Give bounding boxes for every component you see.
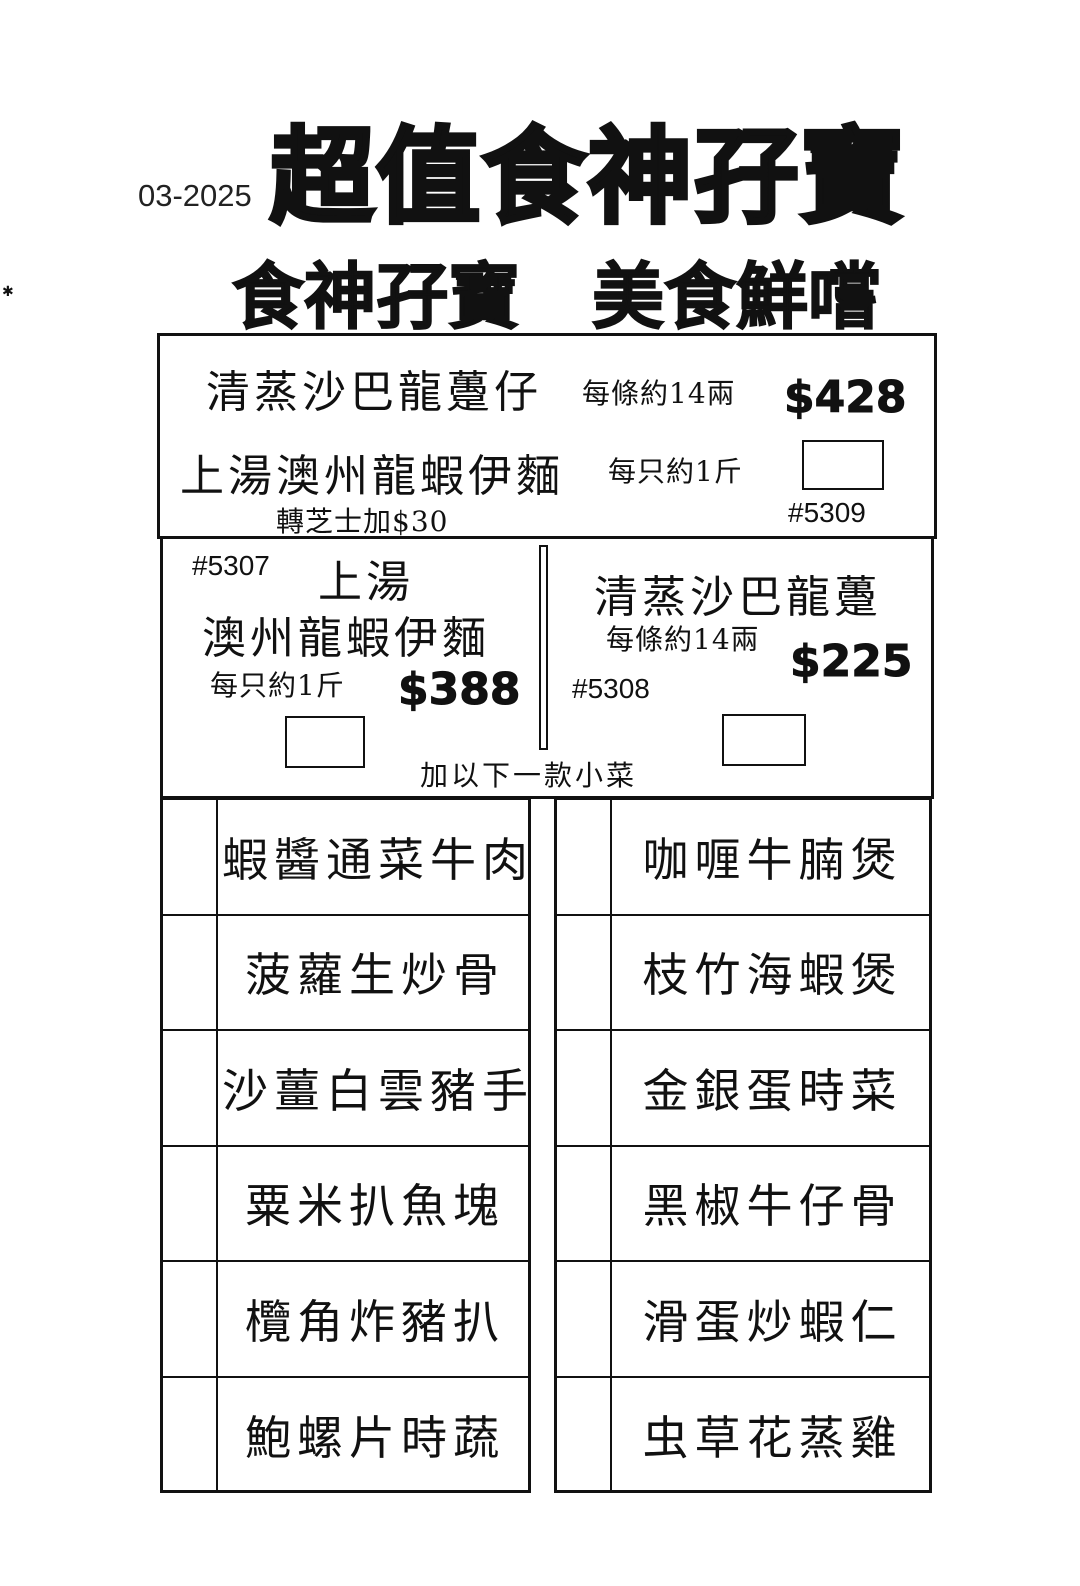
combo-5309-dish2: 上湯澳州龍蝦伊麵 xyxy=(180,451,564,502)
menu-title: 超值食神孖寶 xyxy=(268,114,907,240)
side-dish-label: 鮑螺片時蔬 xyxy=(245,1411,505,1466)
set-5307-line1: 上湯 xyxy=(318,557,414,608)
side-dish-label: 菠蘿生炒骨 xyxy=(245,948,505,1003)
combo-5309-dish1-note: 每條約14兩 xyxy=(582,377,736,410)
sets-section xyxy=(160,537,934,799)
side-dish-label: 咖喱牛腩煲 xyxy=(642,832,903,887)
side-dish-row: 咖喱牛腩煲 xyxy=(557,800,929,916)
side-dish-label: 黑椒牛仔骨 xyxy=(642,1179,903,1234)
side-dish-prompt: 加以下一款小菜 xyxy=(420,759,638,792)
combo-5309-dish2-note: 每只約1斤 xyxy=(608,455,743,488)
speck-mark: ✱ xyxy=(2,284,14,300)
combo-5309-price: $428 xyxy=(783,372,907,424)
combo-5309-checkbox[interactable] xyxy=(802,440,884,490)
set-5307-note: 每只約1斤 xyxy=(210,669,345,702)
side-dish-label: 滑蛋炒蝦仁 xyxy=(642,1294,903,1349)
side-dish-row: 菠蘿生炒骨 xyxy=(163,915,528,1031)
side-dish-checkbox[interactable] xyxy=(557,800,612,914)
side-dish-list-left: 蝦醬通菜牛肉 菠蘿生炒骨 沙薑白雲豬手 粟米扒魚塊 欖角炸豬扒 鮑螺片時蔬 xyxy=(160,797,531,1493)
side-dish-row: 黑椒牛仔骨 xyxy=(557,1146,929,1262)
side-dish-row: 枝竹海蝦煲 xyxy=(557,915,929,1031)
side-dish-row: 滑蛋炒蝦仁 xyxy=(557,1262,929,1378)
side-dish-row: 金銀蛋時菜 xyxy=(557,1031,929,1147)
side-dish-row: 粟米扒魚塊 xyxy=(163,1146,528,1262)
combo-5309-dish1: 清蒸沙巴龍躉仔 xyxy=(206,367,542,418)
side-dish-checkbox[interactable] xyxy=(557,1031,612,1145)
set-5308-price: $225 xyxy=(789,636,913,688)
side-dish-checkbox[interactable] xyxy=(163,1031,218,1145)
side-dish-checkbox[interactable] xyxy=(163,1377,218,1493)
side-dish-row: 虫草花蒸雞 xyxy=(557,1377,929,1493)
side-dish-row: 欖角炸豬扒 xyxy=(163,1262,528,1378)
combo-5309-cheese-note: 轉芝士加$30 xyxy=(276,505,449,538)
side-dish-label: 粟米扒魚塊 xyxy=(245,1179,505,1234)
menu-date: 03-2025 xyxy=(138,178,252,213)
side-dish-checkbox[interactable] xyxy=(557,915,612,1029)
combo-5309-section xyxy=(157,333,937,539)
set-5308-dish: 清蒸沙巴龍躉 xyxy=(594,572,882,623)
side-dish-row: 鮑螺片時蔬 xyxy=(163,1377,528,1493)
side-dish-checkbox[interactable] xyxy=(163,915,218,1029)
set-5307-checkbox[interactable] xyxy=(285,716,365,768)
side-dish-checkbox[interactable] xyxy=(163,800,218,914)
combo-5309-code: #5309 xyxy=(788,497,866,528)
slogan-left: 食神孖寶 xyxy=(231,254,521,340)
set-5308-checkbox[interactable] xyxy=(722,714,806,766)
side-dish-checkbox[interactable] xyxy=(557,1146,612,1260)
side-dish-list-right: 咖喱牛腩煲 枝竹海蝦煲 金銀蛋時菜 黑椒牛仔骨 滑蛋炒蝦仁 虫草花蒸雞 xyxy=(554,797,932,1493)
side-dish-label: 金銀蛋時菜 xyxy=(642,1063,903,1118)
side-dish-label: 沙薑白雲豬手 xyxy=(222,1063,534,1118)
set-5308-code: #5308 xyxy=(572,673,650,704)
side-dish-label: 欖角炸豬扒 xyxy=(245,1294,505,1349)
set-5307-line2: 澳州龍蝦伊麵 xyxy=(202,613,490,664)
side-dish-row: 沙薑白雲豬手 xyxy=(163,1031,528,1147)
side-dish-checkbox[interactable] xyxy=(163,1146,218,1260)
side-dish-label: 虫草花蒸雞 xyxy=(642,1411,903,1466)
side-dish-label: 枝竹海蝦煲 xyxy=(642,948,903,1003)
slogan-right: 美食鮮嚐 xyxy=(591,254,881,340)
sets-divider xyxy=(539,545,548,750)
side-dish-label: 蝦醬通菜牛肉 xyxy=(222,832,534,887)
side-dish-checkbox[interactable] xyxy=(557,1377,612,1493)
side-dish-checkbox[interactable] xyxy=(557,1262,612,1376)
set-5308-note: 每條約14兩 xyxy=(606,623,760,656)
side-dish-checkbox[interactable] xyxy=(163,1262,218,1376)
side-dish-row: 蝦醬通菜牛肉 xyxy=(163,800,528,916)
set-5307-price: $388 xyxy=(397,664,521,716)
set-5307-code: #5307 xyxy=(192,550,270,581)
